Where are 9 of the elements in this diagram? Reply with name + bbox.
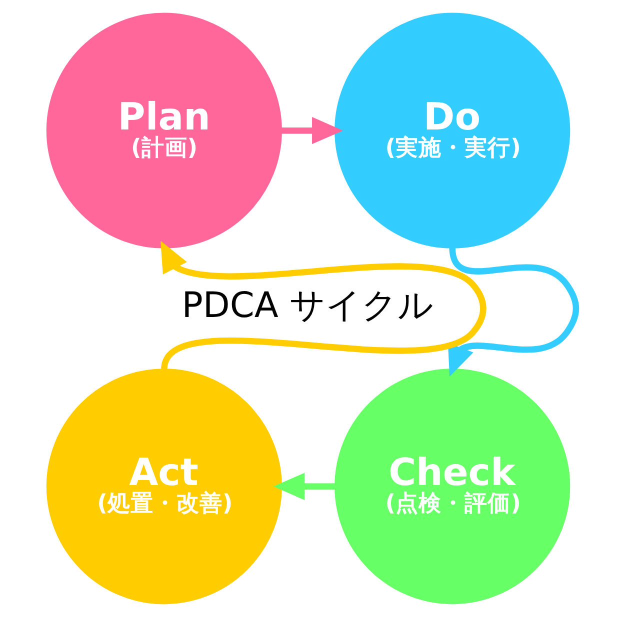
- arrow: [160, 240, 486, 370]
- label: PDCA サイクル: [181, 285, 434, 326]
- arrow: [280, 117, 343, 144]
- node-circle: Act (処置・改善): [46, 368, 282, 604]
- node-circle: Do (実施・実行): [334, 12, 570, 248]
- node-circle: Check (点検・評価): [334, 368, 570, 604]
- node-circle: Plan (計画): [46, 12, 282, 248]
- arrow: [273, 472, 335, 500]
- arrow: [447, 247, 579, 377]
